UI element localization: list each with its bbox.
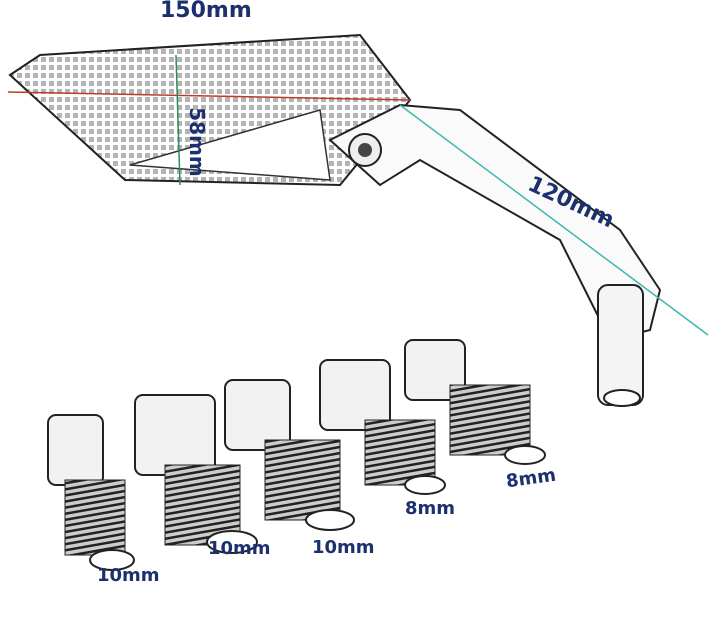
arm-length-line (399, 104, 709, 336)
head-height-label: 58mm (184, 107, 209, 177)
bolt-3-size-label: 10mm (312, 537, 375, 558)
bolt-4-size-label: 8mm (405, 498, 456, 519)
bolt-2-size-label: 10mm (208, 538, 271, 559)
head-height-line (175, 54, 181, 186)
mirror-head (8, 33, 412, 187)
head-length-label: 150mm (160, 0, 252, 23)
bolt-1-size-label: 10mm (97, 565, 160, 586)
head-length-line (7, 91, 411, 101)
bolts (47, 339, 546, 571)
mirror-arm (328, 103, 662, 407)
